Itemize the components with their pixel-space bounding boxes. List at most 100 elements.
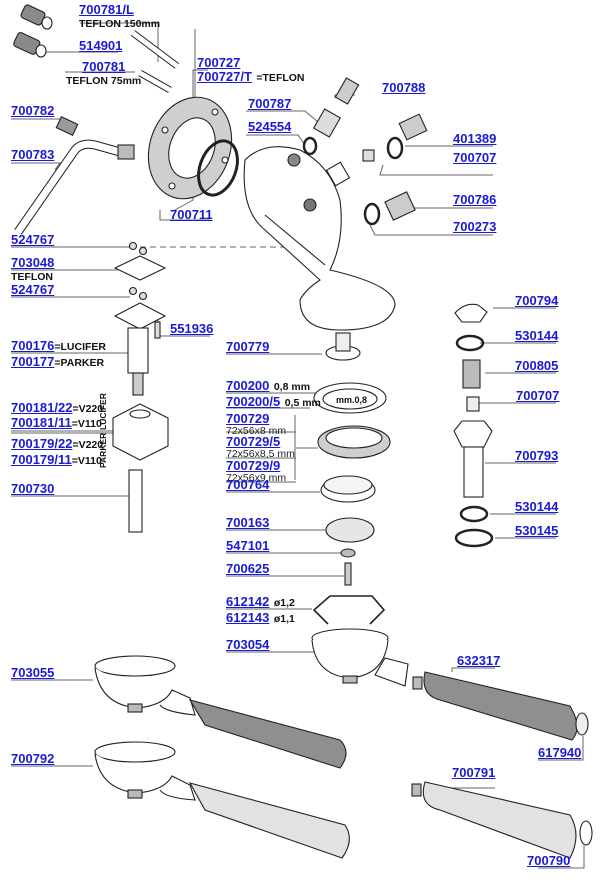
part-number-551936[interactable]: 551936 [170, 321, 214, 336]
part-number-700711[interactable]: 700711 [170, 207, 213, 222]
part-label-700181-11: 700181/11=V110 [11, 416, 102, 431]
part-700273-washer [363, 202, 381, 226]
part-703048-teflon-plate [113, 255, 167, 281]
part-label-700200: 700200 0,8 mm [226, 379, 310, 394]
part-700781L-teflon-tube [130, 30, 180, 69]
leader-lines [11, 22, 585, 869]
part-number-link[interactable]: 700181/11 [11, 415, 72, 430]
part-number-524767-upper[interactable]: 524767 [11, 232, 55, 247]
part-700787-fitting [312, 108, 342, 138]
part-number-700783[interactable]: 700783 [11, 147, 55, 162]
part-547101-washer [340, 548, 356, 558]
part-number-530145[interactable]: 530145 [515, 523, 559, 538]
part-label-700181-22: 700181/22=V220 [11, 401, 103, 416]
part-note: ø1,2 [273, 597, 295, 609]
part-number-703055[interactable]: 703055 [11, 665, 55, 680]
part-number-700163[interactable]: 700163 [226, 515, 270, 530]
part-number-link[interactable]: 700179/11 [11, 452, 72, 467]
part-551936-screw [154, 321, 161, 339]
part-700729-gasket-ring [317, 425, 391, 459]
part-number-link[interactable]: 700729/9 [226, 458, 281, 473]
part-700711-oring [197, 139, 239, 197]
part-number-401389[interactable]: 401389 [453, 131, 497, 146]
part-note: TEFLON 150mm [79, 18, 161, 30]
part-700791-handle-light [411, 781, 577, 859]
part-number-700791[interactable]: 700791 [452, 765, 496, 780]
part-number-link[interactable]: 700176 [11, 338, 55, 353]
part-number-524767-lower[interactable]: 524767 [11, 282, 55, 297]
part-number-link[interactable]: 703048 [11, 255, 55, 270]
part-note: =V110 [71, 418, 102, 430]
part-note: 0,5 mm [284, 397, 321, 409]
part-700727-gasket-plate [147, 96, 233, 200]
part-spacer [325, 161, 351, 187]
part-note: 0,8 mm [273, 381, 311, 393]
part-number-632317[interactable]: 632317 [457, 653, 501, 668]
part-label-700729-5: 700729/5 72x56x8,5 mm [226, 435, 295, 460]
part-700805-filter [462, 359, 481, 389]
part-number-700764[interactable]: 700764 [226, 477, 270, 492]
part-700790-end-cap [579, 820, 593, 846]
part-label-700177: 700177=PARKER [11, 355, 104, 370]
part-number-700727[interactable]: 700727 [197, 55, 241, 70]
part-number-link[interactable]: 700729/5 [226, 434, 281, 449]
part-number-700625[interactable]: 700625 [226, 561, 270, 576]
part-number-703054[interactable]: 703054 [226, 637, 270, 652]
part-617940-end-cap [575, 712, 589, 736]
part-group-head-body [243, 146, 396, 331]
part-dimensions: 72x56x8,5 mm [226, 448, 295, 460]
part-700707-washer [386, 136, 404, 160]
part-number-700790[interactable]: 700790 [527, 853, 571, 868]
part-number-700793[interactable]: 700793 [515, 448, 559, 463]
part-number-700792[interactable]: 700792 [11, 751, 55, 766]
part-note: =PARKER [54, 357, 105, 369]
part-note: =V220 [72, 403, 104, 415]
part-number-link[interactable]: 700200 [226, 378, 270, 393]
part-dimensions: 72x56x9 mm [226, 472, 287, 484]
part-number-700779[interactable]: 700779 [226, 339, 270, 354]
part-label-700727T: 700727/T =TEFLON [197, 70, 305, 85]
part-number-700794[interactable]: 700794 [515, 293, 559, 308]
part-note: ø1,1 [273, 613, 295, 625]
part-valve-body-flange [113, 302, 167, 330]
part-700764-shower-holder [320, 475, 376, 503]
part-note: TEFLON [11, 271, 53, 283]
part-700163-shower-screen [325, 517, 375, 543]
part-number-700787[interactable]: 700787 [248, 96, 292, 111]
part-700625-screw [344, 562, 352, 586]
part-number-link[interactable]: 612143 [226, 610, 270, 625]
part-700788-elbow [334, 77, 360, 105]
part-label-700781: 700781 [82, 60, 125, 74]
part-number-524554[interactable]: 524554 [248, 119, 292, 134]
part-number-link[interactable]: 700781 [82, 59, 126, 74]
part-530144-gasket-bottom [459, 505, 489, 523]
part-label-700200-5: 700200/5 0,5 mm [226, 395, 321, 410]
part-number-700786[interactable]: 700786 [453, 192, 497, 207]
part-number-link[interactable]: 612142 [226, 594, 270, 609]
part-700176-valve-body [127, 327, 149, 374]
part-number-514901[interactable]: 514901 [79, 38, 123, 53]
part-number-617940[interactable]: 617940 [538, 745, 582, 760]
part-number-link[interactable]: 700177 [11, 354, 55, 369]
part-number-700707-right[interactable]: 700707 [516, 388, 560, 403]
part-number-link[interactable]: 700200/5 [226, 394, 281, 409]
part-number-700273[interactable]: 700273 [453, 219, 497, 234]
part-number-700805[interactable]: 700805 [515, 358, 559, 373]
part-number-700707-top[interactable]: 700707 [453, 150, 497, 165]
part-401389-plug [398, 113, 428, 141]
part-number-530144-top[interactable]: 530144 [515, 328, 559, 343]
part-note-700781: TEFLON 75mm [66, 75, 142, 87]
part-number-link[interactable]: 700181/22 [11, 400, 73, 415]
part-label-700179-22: 700179/22=V220 [11, 437, 103, 452]
part-number-link[interactable]: 700179/22 [11, 436, 73, 451]
part-note: =V110 [71, 455, 102, 467]
part-number-link[interactable]: 700781/L [79, 2, 134, 17]
part-number-link[interactable]: 700727/T [197, 69, 252, 84]
part-number-700788[interactable]: 700788 [382, 80, 426, 95]
part-number-530144-bottom[interactable]: 530144 [515, 499, 559, 514]
part-number-link[interactable]: 700729 [226, 411, 270, 426]
part-note: =V220 [72, 439, 104, 451]
part-number-700730[interactable]: 700730 [11, 481, 55, 496]
part-number-700782[interactable]: 700782 [11, 103, 55, 118]
part-number-547101[interactable]: 547101 [226, 538, 270, 553]
